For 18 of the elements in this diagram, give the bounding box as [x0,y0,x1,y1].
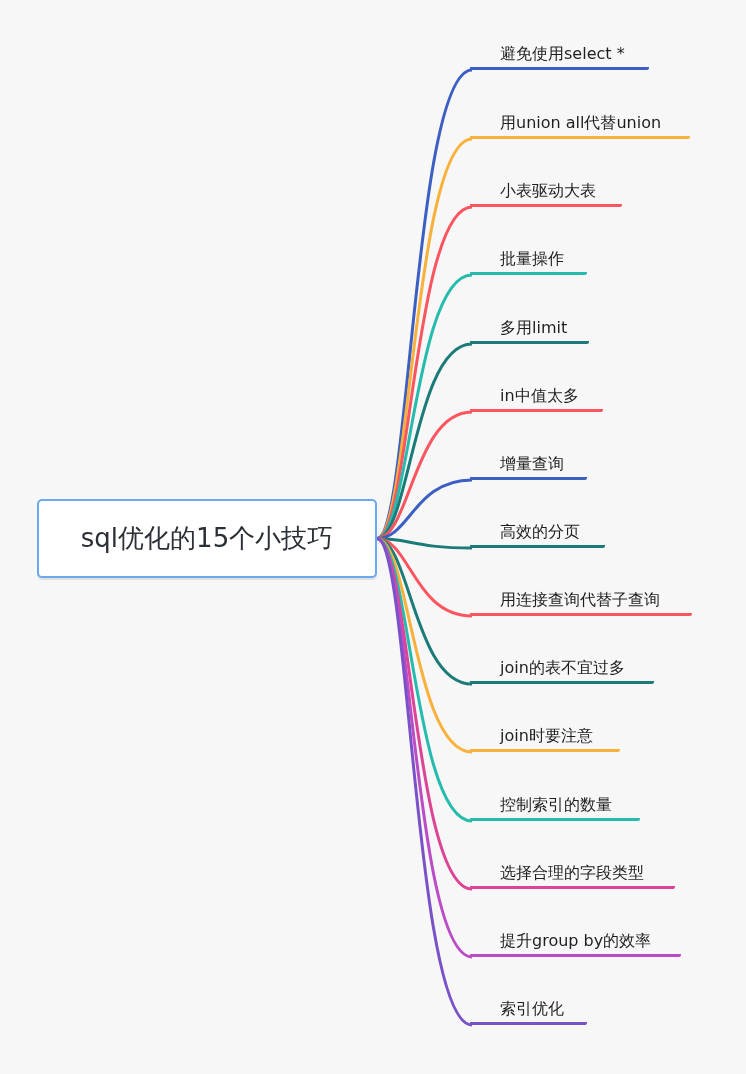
branch-connector [376,537,473,754]
topic-label: 用union all代替union [470,112,690,139]
topic-label: 增量查询 [470,453,587,480]
topic-label: in中值太多 [470,385,603,412]
topic-label: 批量操作 [470,248,587,275]
topic-label: 小表驱动大表 [470,180,622,207]
branch-connector [376,410,473,540]
topic-label: 索引优化 [470,998,587,1025]
topic-label: 避免使用select * [470,43,649,70]
central-topic-box: sql优化的15个小技巧 [37,499,377,578]
topic-label: 高效的分页 [470,521,605,548]
topic-label: 选择合理的字段类型 [470,862,675,889]
topic-label: 控制索引的数量 [470,794,640,821]
topic-label: 用连接查询代替子查询 [470,589,692,616]
topic-label: 多用limit [470,317,589,344]
topic-label: 提升group by的效率 [470,930,681,957]
topic-label: join的表不宜过多 [470,657,654,684]
topic-label: join时要注意 [470,725,620,752]
